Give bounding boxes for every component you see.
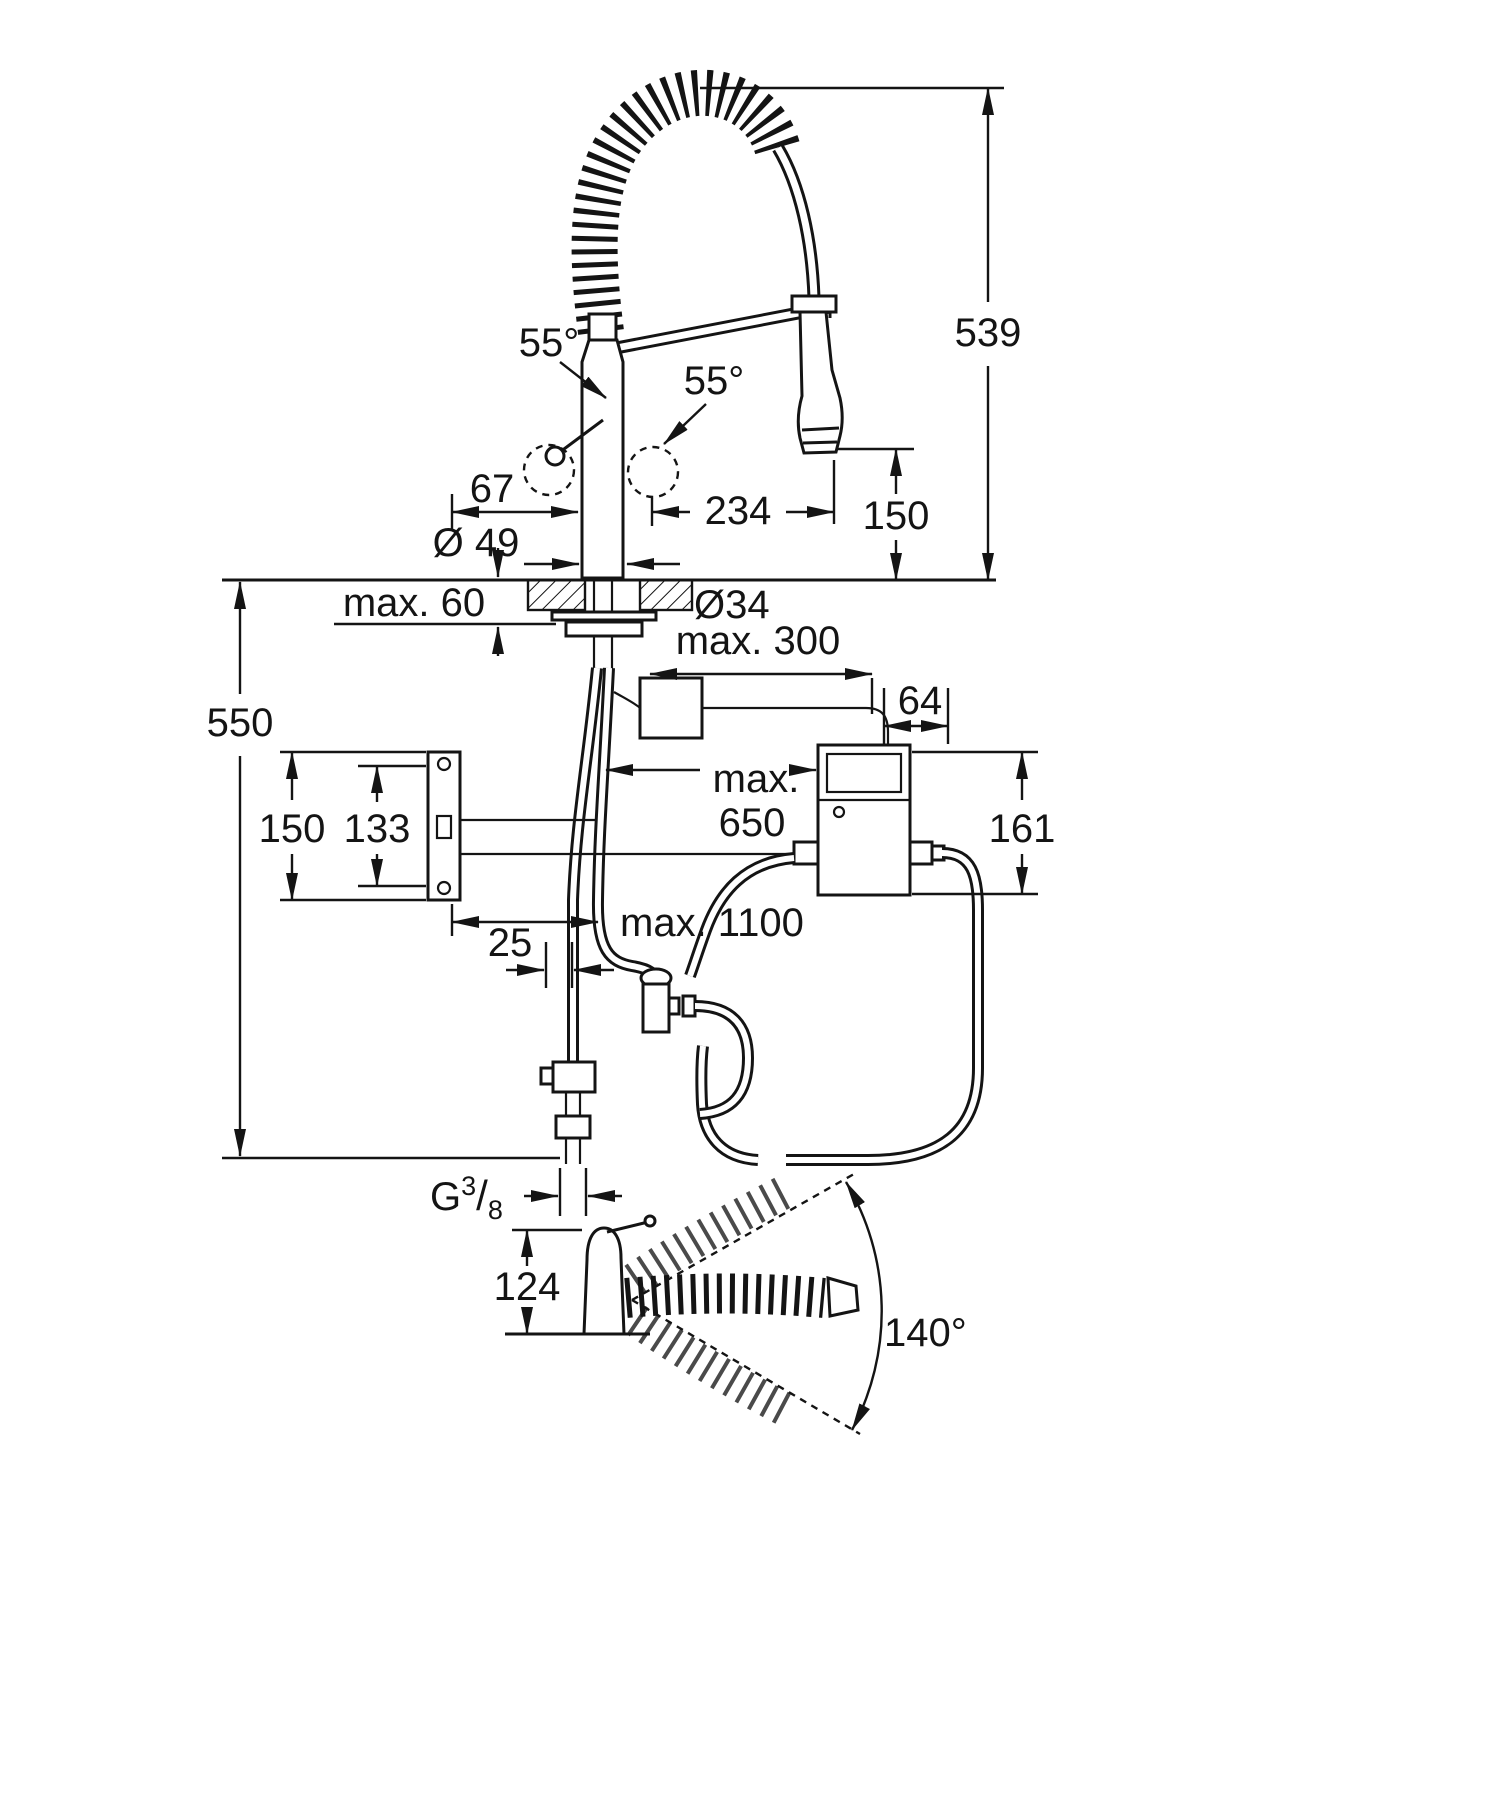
- screw-hole-bottom: [436, 880, 452, 896]
- box-left-connector: [792, 840, 820, 866]
- dim-67-label: 67: [470, 467, 515, 511]
- lever-position-left: [522, 443, 576, 497]
- lever-position-right: [626, 445, 680, 499]
- dim-550-label: 550: [207, 701, 274, 745]
- g38-connector: [554, 1114, 592, 1140]
- dim-max60: max. 60: [334, 548, 556, 656]
- g38-superscript: 3: [461, 1171, 476, 1201]
- faucet-body: [522, 312, 680, 580]
- dim-150-spray: 150: [838, 447, 930, 581]
- dim-133: 133: [344, 764, 426, 888]
- washer: [550, 610, 658, 622]
- dim-max650-label-1: max.: [713, 757, 800, 801]
- dim-max650-label-2: 650: [719, 801, 786, 845]
- box-right-connector: [908, 840, 934, 866]
- angle-55-left-label: 55°: [519, 321, 580, 365]
- dim-max1100: max. 1100: [450, 901, 804, 945]
- dim-64: 64: [882, 679, 950, 744]
- dim-dia34: Ø34: [694, 583, 770, 627]
- mounting-plate: [426, 750, 462, 902]
- countertop-section: [222, 578, 996, 670]
- dim-dia49: Ø 49: [433, 521, 680, 570]
- dim-25-label: 25: [488, 921, 533, 965]
- dim-max300: max. 300: [649, 619, 874, 714]
- hose-loop: [684, 847, 984, 1166]
- faucet-spring-spout: [571, 69, 821, 335]
- dim-g38-label: G3/8: [430, 1171, 503, 1225]
- dim-150-spray-label: 150: [863, 494, 930, 538]
- g38-prefix: G: [430, 1175, 461, 1219]
- supply-hoses: [567, 667, 662, 1062]
- angle-55-right: 55°: [663, 359, 745, 445]
- control-box: [792, 743, 946, 897]
- dim-dia34-label: Ø34: [694, 583, 770, 627]
- dim-234-label: 234: [705, 489, 772, 533]
- faucet-body-side: [582, 1226, 626, 1336]
- dim-539-label: 539: [955, 311, 1022, 355]
- dim-max1100-label: max. 1100: [620, 901, 804, 945]
- angle-55-right-label: 55°: [684, 359, 745, 403]
- dim-64-label: 64: [898, 679, 943, 723]
- spring-position-upper: [624, 1176, 792, 1295]
- screw-hole-top: [436, 756, 452, 772]
- dim-max650: max. 650: [605, 757, 817, 845]
- check-valve: [639, 967, 755, 1120]
- spring-position-center: [624, 1273, 826, 1318]
- dim-539: 539: [700, 86, 1022, 581]
- g38-subscript: 8: [488, 1195, 503, 1225]
- cables: [460, 818, 794, 856]
- dim-max300-label: max. 300: [676, 619, 841, 663]
- dim-234: 234: [650, 460, 836, 533]
- dim-133-label: 133: [344, 807, 411, 851]
- dim-dia49-label: Ø 49: [433, 521, 520, 565]
- mounting-nut: [564, 620, 644, 638]
- angle-140: 140°: [844, 1181, 967, 1431]
- dim-124-label: 124: [494, 1265, 561, 1309]
- dim-150-plate-label: 150: [259, 807, 326, 851]
- angle-55-left: 55°: [519, 321, 607, 399]
- dim-124: 124: [494, 1228, 582, 1335]
- lever-handle: [559, 418, 604, 454]
- dim-25: 25: [488, 921, 614, 988]
- spray-head-side: [826, 1275, 860, 1318]
- spring-position-lower: [626, 1305, 794, 1426]
- dim-150-plate: 150: [259, 750, 426, 902]
- dim-161-label: 161: [989, 807, 1056, 851]
- sensor-control-puck: [613, 676, 890, 745]
- faucet-spray-head: [790, 294, 844, 455]
- dim-67: 67: [450, 467, 579, 530]
- angle-valve-tee: [539, 1060, 597, 1164]
- dim-550: 550: [207, 581, 560, 1160]
- dim-161: 161: [912, 750, 1056, 896]
- angle-140-label: 140°: [884, 1311, 967, 1355]
- g38-slash: /: [476, 1172, 488, 1219]
- dim-max60-label: max. 60: [343, 581, 485, 625]
- lever-knob: [544, 445, 566, 467]
- dim-g38: G3/8: [430, 1168, 622, 1225]
